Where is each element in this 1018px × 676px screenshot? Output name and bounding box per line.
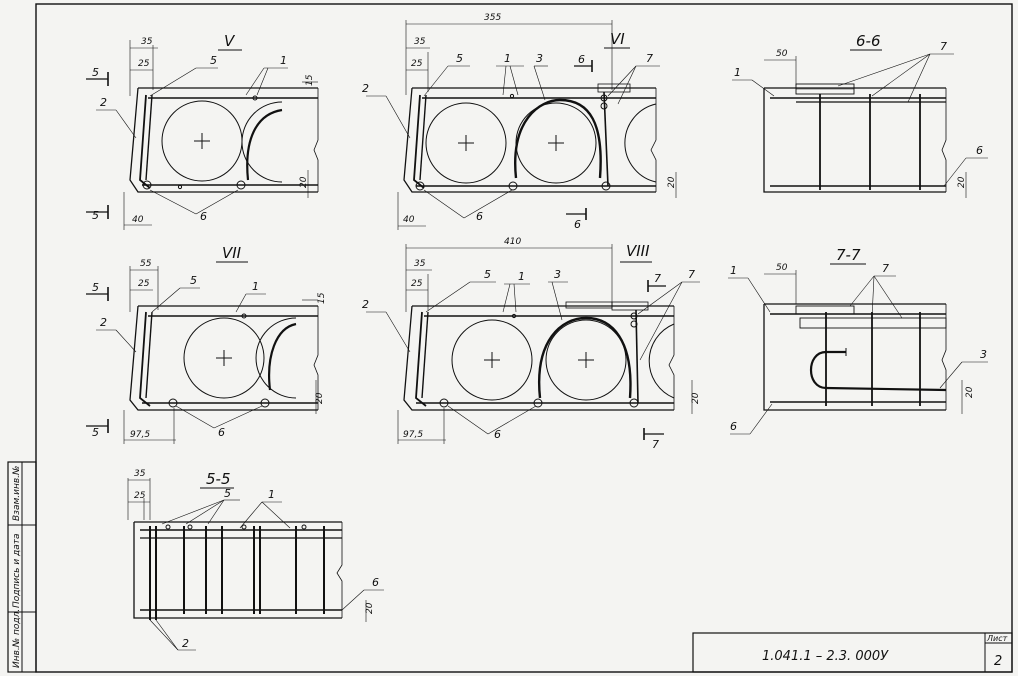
section-5-5-dim-20: 20 bbox=[365, 602, 375, 614]
section-7-7-callout-3: 3 bbox=[980, 348, 987, 361]
section-5-5-dim-35: 35 bbox=[134, 469, 146, 479]
view-vii-title: VII bbox=[222, 244, 242, 262]
view-vi-callout-1: 1 bbox=[504, 52, 511, 65]
section-5-5-callout-2: 2 bbox=[182, 637, 189, 650]
view-vi-title: VI bbox=[610, 30, 625, 48]
view-v-title: V bbox=[224, 32, 236, 50]
sheet-number: 2 bbox=[994, 654, 1002, 669]
title-block: 1.041.1 – 2.3. 000У Лист 2 bbox=[692, 632, 1013, 673]
sheet-label: Лист bbox=[986, 634, 1008, 643]
view-vii-dim-55: 55 bbox=[140, 259, 152, 269]
view-v-dim-40: 40 bbox=[132, 215, 144, 225]
view-vii-callout-1: 1 bbox=[252, 280, 259, 293]
sheet-frame bbox=[35, 3, 1013, 673]
view-vii: VII 55 25 15 20 97,5 5 5 1 5 2 bbox=[86, 244, 327, 444]
view-v-cut-top: 5 bbox=[92, 66, 99, 79]
view-viii-callout-6: 6 bbox=[494, 428, 501, 441]
view-vi-callout-7: 7 bbox=[646, 52, 653, 65]
view-vi-callout-5: 5 bbox=[456, 52, 463, 65]
section-6-6-callout-7: 7 bbox=[940, 40, 947, 53]
section-7-7-title: 7-7 bbox=[836, 246, 861, 264]
view-v-dim-15: 15 bbox=[305, 74, 315, 86]
view-vii-cut-top: 5 bbox=[92, 281, 99, 294]
view-viii-callout-5: 5 bbox=[484, 268, 491, 281]
section-5-5-callout-1: 1 bbox=[268, 488, 275, 501]
section-5-5-dim-25: 25 bbox=[134, 491, 146, 501]
section-5-5-title: 5-5 bbox=[206, 470, 231, 488]
section-5-5: 5-5 35 25 20 5 1 2 6 bbox=[127, 469, 384, 651]
section-7-7-callout-6: 6 bbox=[730, 420, 737, 433]
view-vii-callout-6: 6 bbox=[218, 426, 225, 439]
view-viii-dim-35: 35 bbox=[414, 259, 426, 269]
view-vi-dim-25: 25 bbox=[411, 59, 423, 69]
view-viii-cut-top: 7 bbox=[654, 272, 661, 285]
section-6-6-callout-1: 1 bbox=[734, 66, 741, 79]
section-6-6-dim-50: 50 bbox=[776, 49, 788, 59]
section-7-7-dim-20: 20 bbox=[965, 386, 975, 398]
section-7-7: 7-7 50 20 1 7 3 6 bbox=[728, 246, 988, 435]
view-vi-dim-355: 355 bbox=[484, 13, 501, 23]
section-7-7-callout-1: 1 bbox=[730, 264, 737, 277]
view-vi-callout-6: 6 bbox=[476, 210, 483, 223]
view-v-dim-25: 25 bbox=[138, 59, 150, 69]
view-v-callout-2: 2 bbox=[100, 96, 107, 109]
view-viii-cut-bottom: 7 bbox=[652, 438, 659, 451]
view-viii-callout-7: 7 bbox=[688, 268, 695, 281]
view-vi-callout-2: 2 bbox=[362, 82, 369, 95]
view-viii-dim-410: 410 bbox=[504, 237, 521, 247]
view-vii-dim-15: 15 bbox=[317, 292, 327, 304]
view-vi-cut-bottom: 6 bbox=[574, 218, 581, 231]
view-vi-dim-20: 20 bbox=[667, 176, 677, 188]
view-vi-cut-top: 6 bbox=[578, 53, 585, 66]
view-vii-dim-25: 25 bbox=[138, 279, 150, 289]
section-5-5-callout-6: 6 bbox=[372, 576, 379, 589]
section-6-6-callout-6: 6 bbox=[976, 144, 983, 157]
view-v-dim-35: 35 bbox=[141, 37, 153, 47]
view-vii-cut-bottom: 5 bbox=[92, 426, 99, 439]
view-viii: VIII 410 35 25 20 97,5 7 7 1 bbox=[362, 237, 701, 451]
view-vi-callout-3: 3 bbox=[536, 52, 543, 65]
view-vi-dim-35: 35 bbox=[414, 37, 426, 47]
section-6-6-title: 6-6 bbox=[856, 32, 881, 50]
stamp-cell-sign: Подпись и дата bbox=[12, 533, 22, 608]
view-v-cut-bottom: 5 bbox=[92, 209, 99, 222]
view-viii-callout-3: 3 bbox=[554, 268, 561, 281]
view-vii-callout-5: 5 bbox=[190, 274, 197, 287]
view-vi: VI 355 35 25 20 40 6 6 1 3 bbox=[362, 13, 677, 231]
side-stamp: Инв.№ подл. Подпись и дата Взам.инв.№ bbox=[7, 461, 37, 673]
view-vii-dim-97: 97,5 bbox=[130, 430, 150, 440]
stamp-cell-replace: Взам.инв.№ bbox=[12, 466, 22, 521]
view-v-dim-20: 20 bbox=[299, 176, 309, 188]
view-vi-dim-40: 40 bbox=[403, 215, 415, 225]
view-viii-dim-20: 20 bbox=[691, 392, 701, 404]
view-v-callout-1: 1 bbox=[280, 54, 287, 67]
view-viii-callout-1: 1 bbox=[518, 270, 525, 283]
view-viii-dim-97: 97,5 bbox=[403, 430, 423, 440]
view-viii-callout-2: 2 bbox=[362, 298, 369, 311]
view-vii-callout-2: 2 bbox=[100, 316, 107, 329]
drawing-code: 1.041.1 – 2.3. 000У bbox=[762, 649, 889, 664]
section-6-6: 6-6 50 20 1 7 6 bbox=[732, 32, 988, 198]
view-viii-dim-25: 25 bbox=[411, 279, 423, 289]
section-7-7-dim-50: 50 bbox=[776, 263, 788, 273]
view-v: V 35 25 15 20 40 5 5 bbox=[86, 32, 319, 230]
view-vii-dim-20: 20 bbox=[315, 392, 325, 404]
view-v-callout-5: 5 bbox=[210, 54, 217, 67]
section-5-5-callout-5: 5 bbox=[224, 487, 231, 500]
section-7-7-callout-7: 7 bbox=[882, 262, 889, 275]
stamp-cell-inv: Инв.№ подл. bbox=[12, 609, 22, 668]
view-viii-title: VIII bbox=[626, 242, 650, 260]
view-v-callout-6: 6 bbox=[200, 210, 207, 223]
section-6-6-dim-20: 20 bbox=[957, 176, 967, 188]
